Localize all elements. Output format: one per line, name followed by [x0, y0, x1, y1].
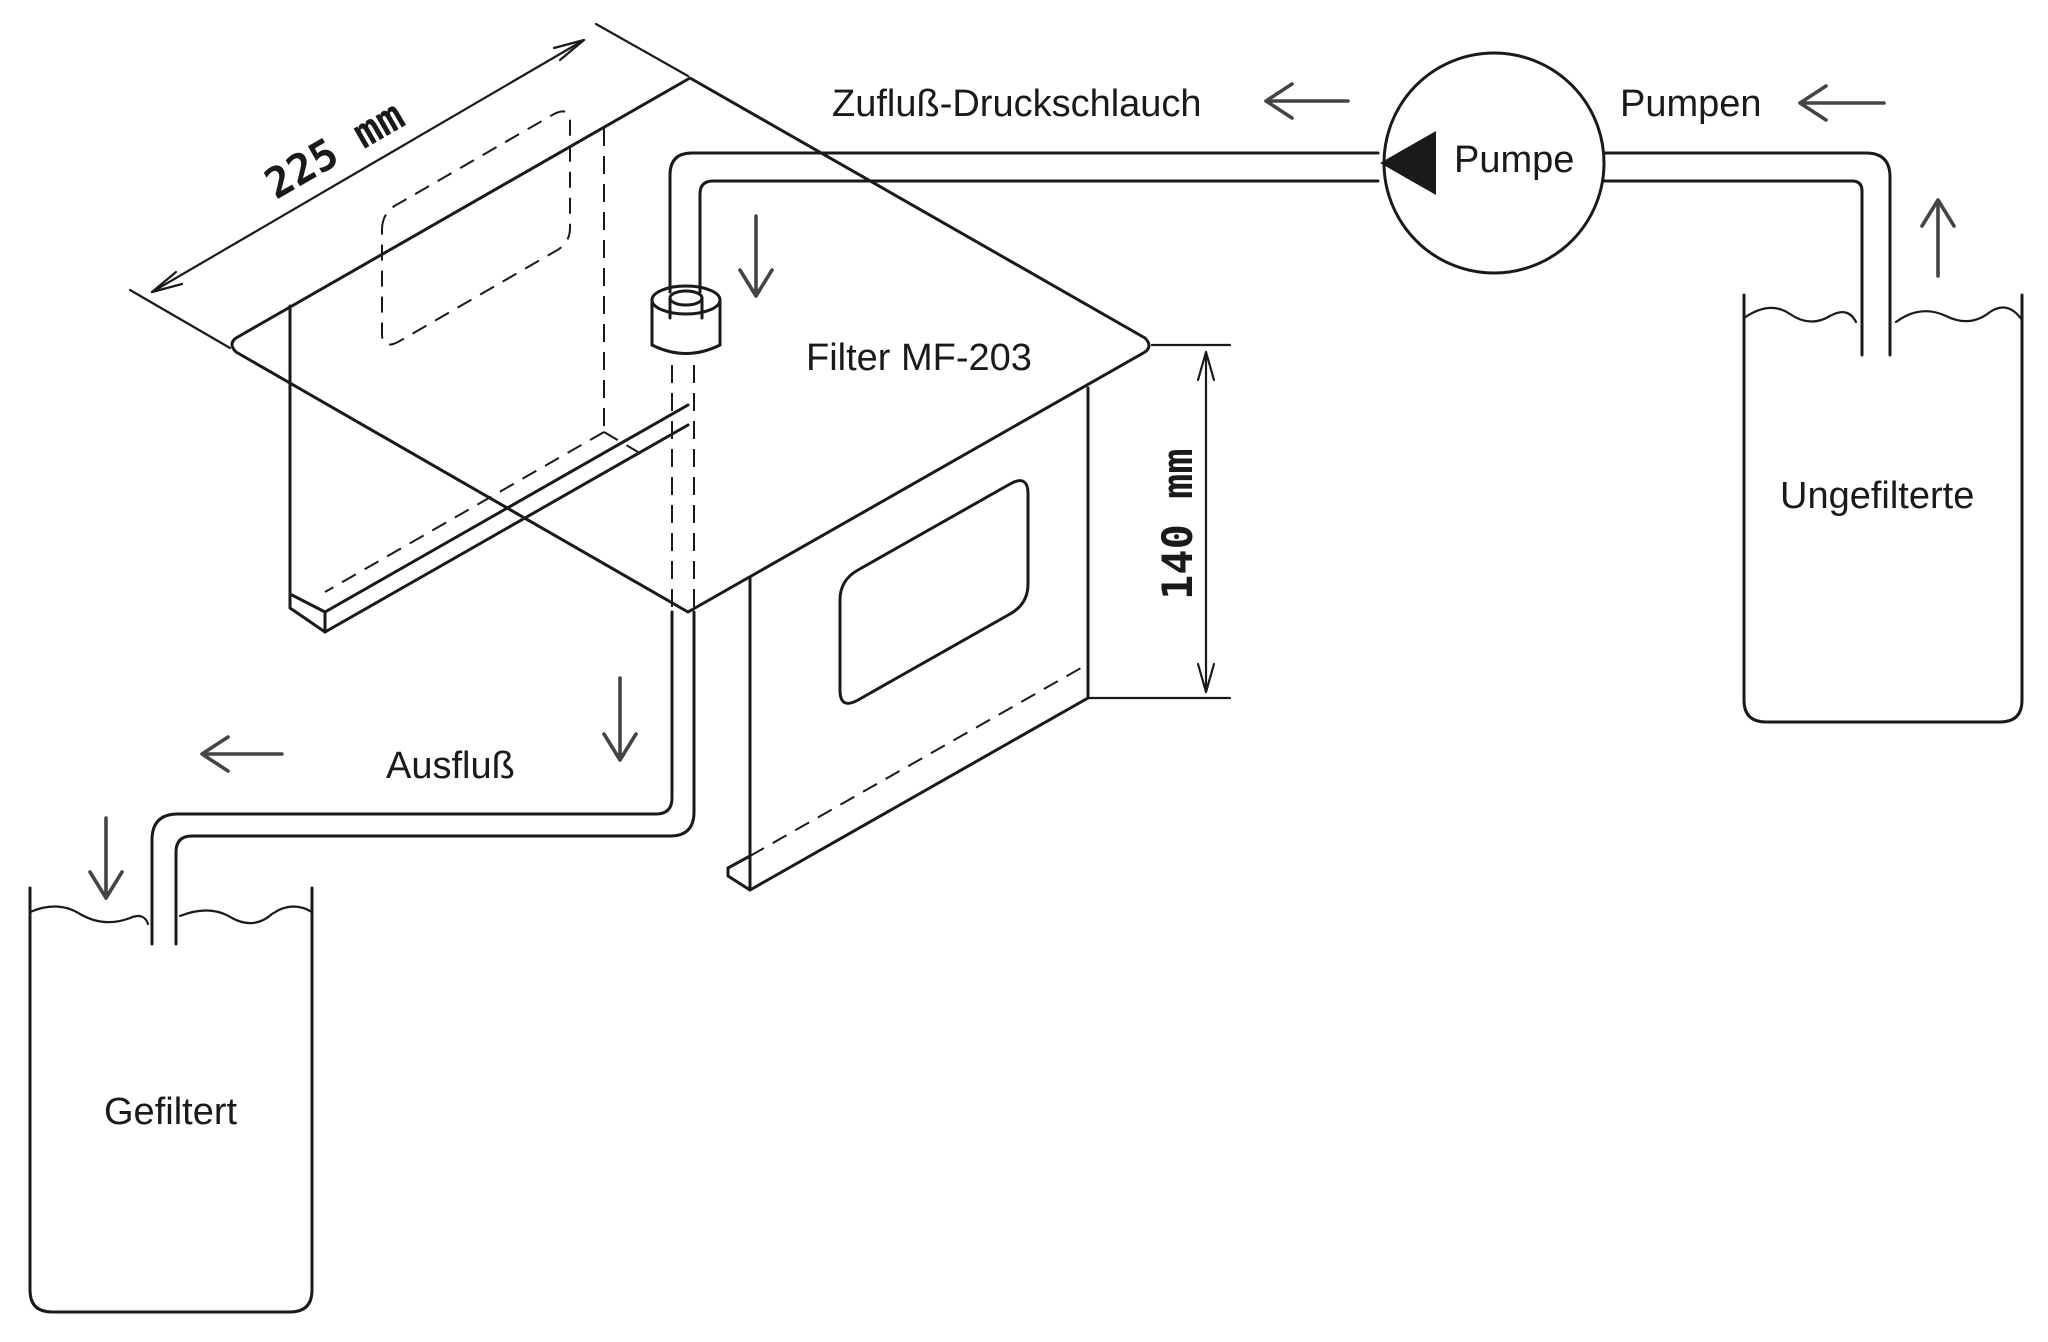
flow-arrow-down-outflow: [602, 676, 638, 762]
flow-arrow-down-into-tank: [88, 816, 124, 900]
filter-right-panel: [748, 386, 1090, 892]
outflow-hose: [174, 610, 696, 946]
dimension-height: 140 mm: [1086, 343, 1232, 700]
filter-left-panel: [288, 304, 327, 634]
dimension-height-label: 140 mm: [1153, 448, 1202, 600]
flow-arrow-outflow-left: [200, 735, 284, 773]
inflow-hose-label: Zufluß-Druckschlauch: [832, 83, 1202, 125]
pump: Pumpe: [1380, 51, 1606, 275]
flow-arrow-pumping-left: [1798, 84, 1886, 122]
pump-direction-icon: [1380, 131, 1436, 195]
flow-arrow-up-icon: [1920, 198, 1956, 278]
filtered-tank-label: Gefiltert: [104, 1091, 237, 1133]
filtered-tank: Gefiltert: [28, 886, 314, 1314]
dimension-width-label: 225 mm: [257, 90, 413, 208]
filter-top-plate: [230, 76, 1151, 614]
flow-arrow-inflow-left: [1264, 82, 1350, 120]
pump-label: Pumpe: [1454, 139, 1574, 181]
filter-inlet-connector: [650, 284, 722, 355]
pumping-label: Pumpen: [1620, 83, 1762, 125]
filter-right-window: [838, 479, 1030, 705]
suction-hose: [1602, 151, 1892, 357]
flow-arrow-down-into-filter: [738, 214, 774, 298]
filter-box: [230, 76, 1151, 892]
filter-label: Filter MF-203: [806, 337, 1032, 379]
outflow-label: Ausfluß: [386, 745, 515, 787]
unfiltered-tank-label: Ungefilterte: [1780, 475, 1974, 517]
unfiltered-tank: Ungefilterte: [1742, 293, 2024, 724]
inflow-hose: [668, 151, 1380, 294]
